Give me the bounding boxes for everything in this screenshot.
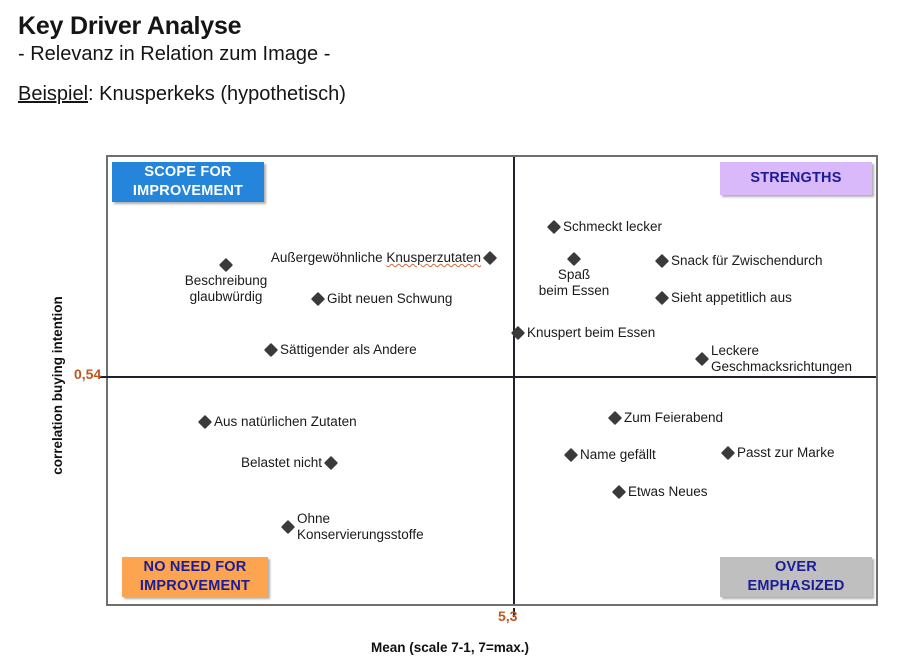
diamond-marker-icon — [323, 455, 339, 471]
x-axis-tick-label: 5,3 — [498, 608, 518, 624]
data-point: Außergewöhnliche Knusperzutaten — [270, 250, 498, 266]
y-axis-title: correlation buying intention — [46, 270, 68, 500]
diamond-marker-icon — [280, 519, 296, 534]
diamond-marker-icon — [563, 447, 579, 463]
data-point: Belastet nicht — [240, 455, 339, 471]
diamond-marker-icon — [263, 342, 279, 358]
data-point: Etwas Neues — [611, 484, 708, 500]
quadrant-badge-no-need-for-improvement: NO NEED FOR IMPROVEMENT — [122, 557, 268, 597]
diamond-marker-icon — [218, 257, 234, 273]
quadrant-badge-scope-for-improvement: SCOPE FOR IMPROVEMENT — [112, 162, 264, 202]
data-point-label: Sättigender als Andere — [280, 342, 417, 357]
data-point: Sieht appetitlich aus — [654, 290, 792, 306]
data-point-label: Knuspert beim Essen — [527, 325, 656, 340]
data-point-label: Sieht appetitlich aus — [671, 290, 792, 305]
quadrant-badge-strengths: STRENGTHS — [720, 162, 872, 195]
y-axis-title-text: correlation buying intention — [49, 295, 65, 475]
diamond-marker-icon — [654, 290, 670, 306]
data-point: Sättigender als Andere — [263, 342, 417, 358]
example-value: : Knusperkeks (hypothetisch) — [88, 83, 346, 105]
page-title: Key Driver Analyse — [18, 12, 242, 40]
vertical-reference-line — [513, 157, 515, 604]
data-point: Snack für Zwischendurch — [654, 253, 823, 269]
diamond-marker-icon — [310, 291, 326, 307]
diamond-marker-icon — [720, 445, 736, 461]
data-point-label: Schmeckt lecker — [563, 219, 663, 234]
diamond-marker-icon — [482, 250, 498, 266]
y-axis-tick-label: 0,54 — [74, 366, 102, 382]
diamond-marker-icon — [510, 325, 526, 341]
quadrant-badge-over-emphasized: OVER EMPHASIZED — [720, 557, 872, 597]
example-label: Beispiel — [18, 83, 89, 105]
data-point-label: Name gefällt — [580, 447, 656, 462]
data-point-label: Passt zur Marke — [737, 445, 835, 460]
diamond-marker-icon — [611, 484, 627, 500]
data-point-label: Zum Feierabend — [624, 410, 724, 425]
data-point-label: Außergewöhnliche Knusperzutaten — [270, 250, 481, 265]
scatter-plot-area: SCOPE FOR IMPROVEMENT STRENGTHS NO NEED … — [99, 155, 878, 617]
page-subtitle: - Relevanz in Relation zum Image - — [18, 43, 331, 65]
diamond-marker-icon — [607, 410, 623, 426]
data-point: Knuspert beim Essen — [510, 325, 656, 341]
data-point: Name gefällt — [563, 447, 656, 463]
diamond-marker-icon — [546, 219, 562, 235]
data-point: Gibt neuen Schwung — [310, 291, 453, 307]
diamond-marker-icon — [654, 253, 670, 269]
spellcheck-underlined-word: Knusperzutaten — [386, 250, 481, 265]
x-axis-title: Mean (scale 7-1, 7=max.) — [371, 640, 529, 655]
data-point-label: Aus natürlichen Zutaten — [214, 414, 357, 429]
data-point-label: Gibt neuen Schwung — [327, 291, 453, 306]
data-point: Aus natürlichen Zutaten — [197, 414, 357, 430]
diamond-marker-icon — [694, 351, 710, 366]
data-point: Zum Feierabend — [607, 410, 724, 426]
x-axis-tick — [513, 608, 515, 617]
example-line: Beispiel: Knusperkeks (hypothetisch) — [18, 83, 878, 106]
data-point: Passt zur Marke — [720, 445, 835, 461]
data-point-label: Snack für Zwischendurch — [671, 253, 823, 268]
y-axis-tick — [99, 376, 108, 378]
data-point-label: Belastet nicht — [240, 455, 322, 470]
diamond-marker-icon — [197, 414, 213, 430]
data-point-label: Etwas Neues — [628, 484, 708, 499]
horizontal-reference-line — [108, 376, 876, 378]
header-block: Key Driver Analyse - Relevanz in Relatio… — [18, 12, 878, 106]
data-point: Schmeckt lecker — [546, 219, 663, 235]
diamond-marker-icon — [566, 251, 582, 267]
